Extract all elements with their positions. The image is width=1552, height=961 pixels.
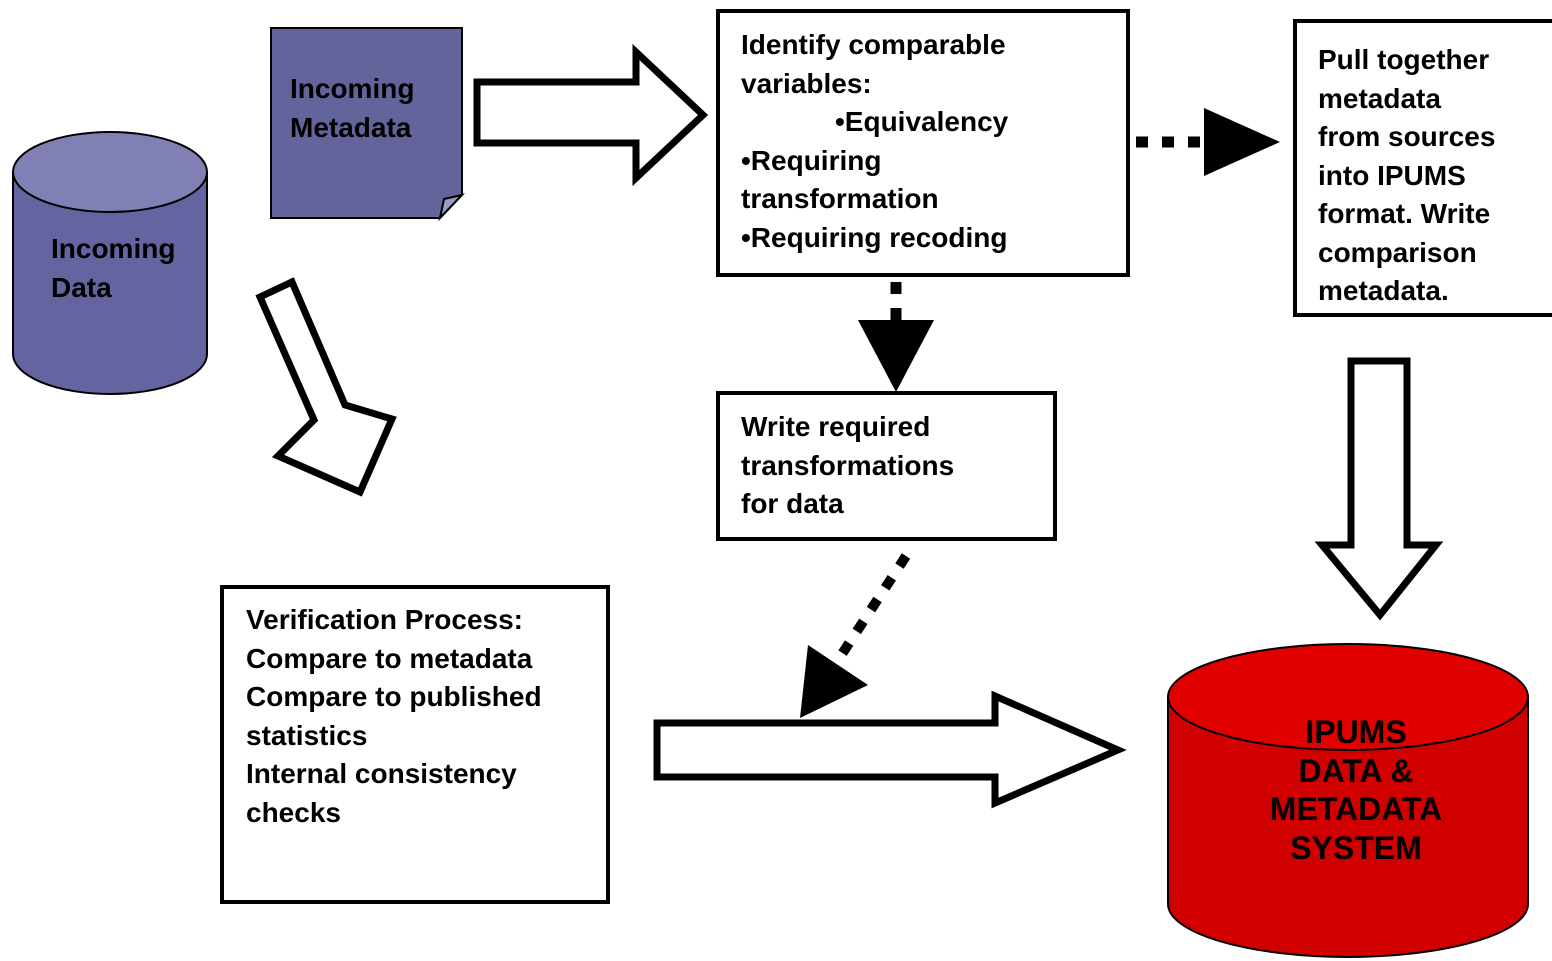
- identify-variables-line: •Requiring recoding: [741, 221, 1008, 253]
- ipums-system-line: SYSTEM: [1290, 829, 1422, 866]
- identify-to-write-arrowhead: [858, 320, 934, 392]
- ipums-system-line: IPUMS: [1305, 714, 1407, 750]
- pull-together-line: metadata: [1318, 82, 1441, 114]
- ipums-cylinder-top: [1167, 643, 1529, 751]
- ipums-system-line: DATA &: [1298, 752, 1414, 789]
- incoming-metadata-label-line: Metadata: [290, 111, 412, 143]
- incoming-data-cylinder: [12, 131, 208, 395]
- write-to-ipums-dotted-arrow: [800, 553, 911, 718]
- write-to-ipums-dotted-line: [837, 553, 911, 657]
- identify-to-pull-arrowhead: [1204, 108, 1280, 176]
- pull-together-text: Pull together metadata from sources into…: [1318, 41, 1495, 311]
- pull-together-line: format. Write: [1318, 198, 1491, 229]
- verification-line: Compare to published: [246, 681, 542, 712]
- pull-together-line: from sources: [1318, 121, 1496, 152]
- metadata-to-identify-arrow: [473, 43, 709, 187]
- pull-together-line: comparison: [1318, 236, 1477, 268]
- verification-text: Verification Process: Compare to metadat…: [246, 601, 542, 832]
- identify-variables-line: •Equivalency: [835, 106, 1009, 137]
- verification-line: checks: [246, 796, 341, 828]
- incoming-metadata-label: Incoming Metadata: [290, 70, 414, 147]
- pull-together-line: Pull together: [1318, 44, 1490, 75]
- ipums-system-line: METADATA: [1269, 791, 1443, 827]
- pull-together-line: metadata.: [1318, 275, 1449, 306]
- ipums-system-label: IPUMS DATA & METADATA SYSTEM: [1226, 713, 1486, 867]
- identify-variables-line: •Requiring: [741, 144, 882, 176]
- ipums-system-cylinder: [1167, 643, 1529, 958]
- identify-variables-line: Identify comparable: [741, 29, 1006, 60]
- incoming-metadata-folded-corner: [438, 193, 466, 222]
- verification-box: [220, 585, 610, 904]
- verification-line: Compare to metadata: [246, 642, 533, 674]
- identify-to-write-dotted-arrow: [858, 282, 934, 392]
- incoming-data-label-line: Incoming: [51, 233, 176, 264]
- incoming-data-label: Incoming Data: [51, 230, 175, 307]
- pull-together-line: into IPUMS: [1318, 159, 1466, 191]
- write-transformations-text: Write required transformations for data: [741, 408, 954, 524]
- write-transformations-line: for data: [741, 488, 844, 519]
- identify-to-pull-dotted-arrow: [1136, 108, 1280, 176]
- incoming-data-label-line: Data: [51, 271, 112, 303]
- identify-variables-line: variables:: [741, 67, 872, 99]
- identify-variables-text: Identify comparable variables: •Equivale…: [741, 26, 1008, 257]
- write-to-ipums-arrowhead: [800, 645, 868, 718]
- verification-to-ipums-arrow: [653, 690, 1127, 809]
- incoming-data-cylinder-top: [12, 131, 208, 213]
- write-transformations-line: Write required: [741, 411, 931, 442]
- write-transformations-line: transformations: [741, 449, 955, 481]
- verification-line: Verification Process:: [246, 604, 524, 635]
- identify-variables-line: transformation: [741, 183, 939, 214]
- incoming-data-cylinder-body: [12, 171, 208, 395]
- verification-line: statistics: [246, 719, 368, 751]
- pull-to-ipums-arrow: [1314, 357, 1444, 621]
- ipums-cylinder-body: [1167, 696, 1529, 958]
- pull-together-box: [1293, 19, 1552, 317]
- verification-line: Internal consistency: [246, 758, 517, 789]
- incoming-metadata-label-line: Incoming: [290, 73, 415, 104]
- data-to-verification-arrow: [255, 277, 397, 497]
- write-transformations-box: [716, 391, 1057, 541]
- incoming-metadata-document: [270, 27, 466, 222]
- identify-variables-box: [716, 9, 1130, 277]
